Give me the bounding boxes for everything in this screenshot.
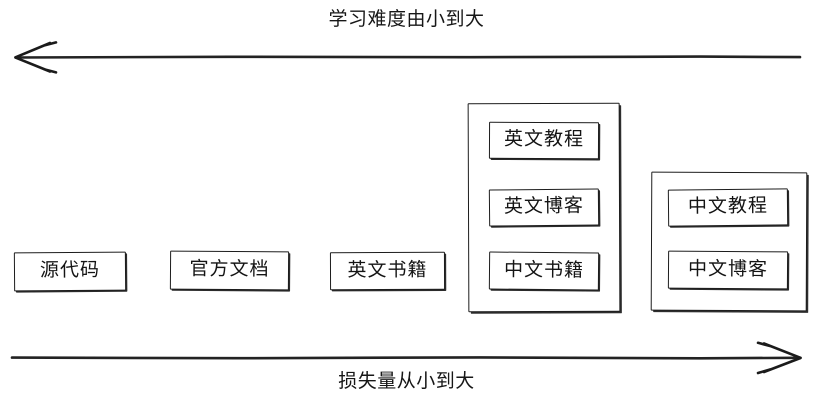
node-english-books[interactable]: 英文书籍 bbox=[329, 251, 446, 291]
node-english-books-label: 英文书籍 bbox=[347, 258, 428, 281]
node-chinese-books-label: 中文书籍 bbox=[503, 258, 585, 281]
node-english-blogs-label: 英文博客 bbox=[503, 194, 585, 218]
bottom-axis-label: 损失量从小到大 bbox=[338, 370, 475, 392]
node-chinese-books[interactable]: 中文书籍 bbox=[488, 251, 600, 291]
node-source-code-label: 源代码 bbox=[39, 258, 101, 282]
top-axis-label: 学习难度由小到大 bbox=[328, 8, 485, 30]
node-english-tutorials-label: 英文教程 bbox=[503, 127, 585, 151]
node-chinese-blogs[interactable]: 中文博客 bbox=[667, 250, 789, 290]
arrow-right-icon bbox=[10, 341, 802, 375]
node-english-tutorials[interactable]: 英文教程 bbox=[488, 121, 600, 160]
node-source-code[interactable]: 源代码 bbox=[13, 251, 127, 292]
node-chinese-blogs-label: 中文博客 bbox=[687, 257, 769, 280]
arrow-left-icon bbox=[14, 41, 802, 74]
node-english-blogs[interactable]: 英文博客 bbox=[488, 188, 600, 227]
node-chinese-tutorials[interactable]: 中文教程 bbox=[667, 188, 789, 227]
node-chinese-tutorials-label: 中文教程 bbox=[687, 194, 769, 218]
node-official-docs[interactable]: 官方文档 bbox=[169, 250, 290, 291]
node-official-docs-label: 官方文档 bbox=[189, 257, 270, 281]
